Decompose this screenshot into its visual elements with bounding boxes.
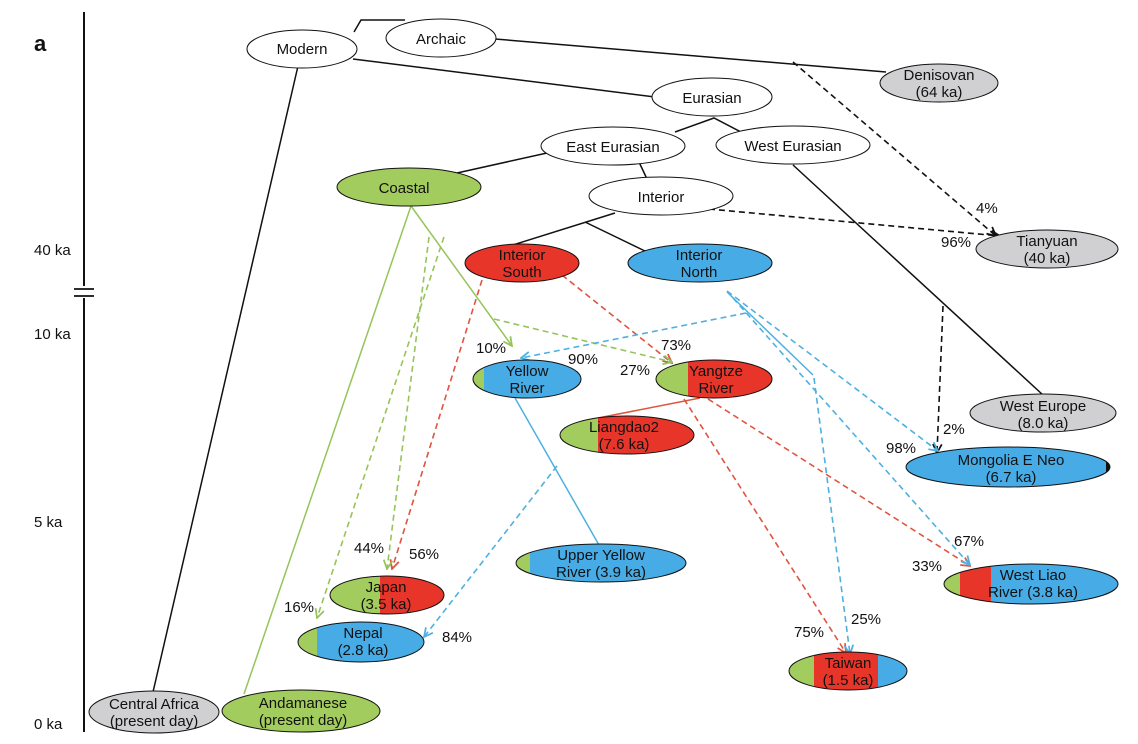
node-eurasian-label: Eurasian	[682, 90, 741, 107]
pct-yellow-north: 90%	[568, 351, 598, 368]
node-japan-date: (3.5 ka)	[361, 596, 412, 613]
node-denisovan-label: Denisovan	[904, 67, 975, 84]
node-andamanese-label: Andamanese	[259, 695, 347, 712]
node-west-eurasian-label: West Eurasian	[744, 138, 841, 155]
node-west-europe-label: West Europe	[1000, 398, 1086, 415]
node-modern-label: Modern	[277, 41, 328, 58]
pct-tianyuan-denisovan: 4%	[976, 200, 998, 217]
node-west-europe-date: (8.0 ka)	[1018, 415, 1069, 432]
node-nepal: Nepal (2.8 ka)	[297, 621, 425, 663]
axis-tick-0ka: 0 ka	[34, 716, 63, 733]
node-denisovan: Denisovan (64 ka)	[879, 63, 999, 103]
axis-tick-10ka: 10 ka	[34, 326, 71, 343]
node-upper-yellow-river-label: Upper Yellow	[557, 547, 645, 564]
node-west-eurasian: West Eurasian	[715, 125, 871, 165]
node-east-eurasian-label: East Eurasian	[566, 139, 659, 156]
node-interior-label: Interior	[638, 189, 685, 206]
node-yellow-river-label-1: Yellow	[506, 363, 549, 380]
node-denisovan-date: (64 ka)	[916, 84, 963, 101]
node-mongolia-e-neo-label: Mongolia E Neo	[958, 452, 1065, 469]
node-upper-yellow-river: Upper Yellow River (3.9 ka)	[515, 543, 687, 583]
axis-tick-40ka: 40 ka	[34, 242, 71, 259]
pct-nepal-north: 84%	[442, 629, 472, 646]
node-taiwan-date: (1.5 ka)	[823, 672, 874, 689]
node-interior-north-label-1: Interior	[676, 247, 723, 264]
node-modern: Modern	[246, 29, 358, 69]
node-interior-south-label-1: Interior	[499, 247, 546, 264]
pct-tianyuan-interior: 96%	[941, 234, 971, 251]
node-yangtze-river-label-1: Yangtze	[689, 363, 743, 380]
pct-nepal-coastal: 16%	[284, 599, 314, 616]
node-upper-yellow-river-date: River (3.9 ka)	[556, 564, 646, 581]
pct-japan-coastal: 44%	[354, 540, 384, 557]
node-west-liao-river-label: West Liao	[1000, 567, 1066, 584]
node-coastal: Coastal	[336, 167, 482, 207]
pct-japan-south: 56%	[409, 546, 439, 563]
node-mongolia-e-neo: Mongolia E Neo (6.7 ka)	[905, 446, 1111, 488]
node-west-europe: West Europe (8.0 ka)	[969, 393, 1117, 433]
node-interior-north: Interior North	[627, 243, 773, 283]
pct-taiwan-yangtze: 75%	[794, 624, 824, 641]
pct-taiwan-north: 25%	[851, 611, 881, 628]
admixture-arrows	[317, 61, 1000, 654]
node-interior-south: Interior South	[464, 243, 580, 283]
pct-mongolia-tianyuan: 2%	[943, 421, 965, 438]
node-interior-north-label-2: North	[681, 264, 718, 281]
node-archaic-label: Archaic	[416, 31, 467, 48]
pct-yangtze-south: 73%	[661, 337, 691, 354]
node-japan-label: Japan	[366, 579, 407, 596]
node-east-eurasian: East Eurasian	[540, 126, 686, 166]
pct-westliao-yangtze: 33%	[912, 558, 942, 575]
tree-edges	[152, 19, 1044, 695]
node-liangdao2-label: Liangdao2	[589, 419, 659, 436]
node-andamanese: Andamanese (present day)	[221, 689, 381, 733]
node-west-liao-river-date: River (3.8 ka)	[988, 584, 1078, 601]
node-central-africa-date: (present day)	[110, 713, 198, 730]
admixture-percentages: 4% 96% 10% 90% 73% 27% 2% 98% 44% 56% 16…	[284, 200, 998, 646]
node-andamanese-date: (present day)	[259, 712, 347, 729]
node-yangtze-river: Yangtze River	[655, 359, 773, 399]
node-tianyuan-date: (40 ka)	[1024, 250, 1071, 267]
node-yellow-river-label-2: River	[509, 380, 544, 397]
node-archaic: Archaic	[385, 18, 497, 58]
node-nepal-date: (2.8 ka)	[338, 642, 389, 659]
node-yangtze-river-label-2: River	[698, 380, 733, 397]
node-west-liao-river: West Liao River (3.8 ka)	[943, 563, 1119, 605]
node-tianyuan-label: Tianyuan	[1016, 233, 1077, 250]
node-coastal-label: Coastal	[379, 180, 430, 197]
node-yellow-river: Yellow River	[472, 359, 582, 399]
panel-label: a	[34, 31, 47, 56]
node-interior: Interior	[588, 176, 734, 216]
node-central-africa-label: Central Africa	[109, 696, 200, 713]
node-central-africa: Central Africa (present day)	[88, 690, 220, 734]
pct-yangtze-coastal: 27%	[620, 362, 650, 379]
node-mongolia-e-neo-date: (6.7 ka)	[986, 469, 1037, 486]
node-japan: Japan (3.5 ka)	[329, 575, 445, 615]
node-taiwan-label: Taiwan	[825, 655, 872, 672]
node-eurasian: Eurasian	[651, 77, 773, 117]
node-nepal-label: Nepal	[343, 625, 382, 642]
pct-yellow-coastal: 10%	[476, 340, 506, 357]
node-liangdao2: Liangdao2 (7.6 ka)	[559, 415, 695, 455]
node-interior-south-label-2: South	[502, 264, 541, 281]
node-tianyuan: Tianyuan (40 ka)	[975, 229, 1119, 269]
node-liangdao2-date: (7.6 ka)	[599, 436, 650, 453]
time-axis: 40 ka 10 ka 5 ka 0 ka	[34, 12, 94, 733]
pct-westliao-north: 67%	[954, 533, 984, 550]
node-taiwan: Taiwan (1.5 ka)	[788, 651, 908, 691]
axis-tick-5ka: 5 ka	[34, 514, 63, 531]
pct-mongolia-north: 98%	[886, 440, 916, 457]
